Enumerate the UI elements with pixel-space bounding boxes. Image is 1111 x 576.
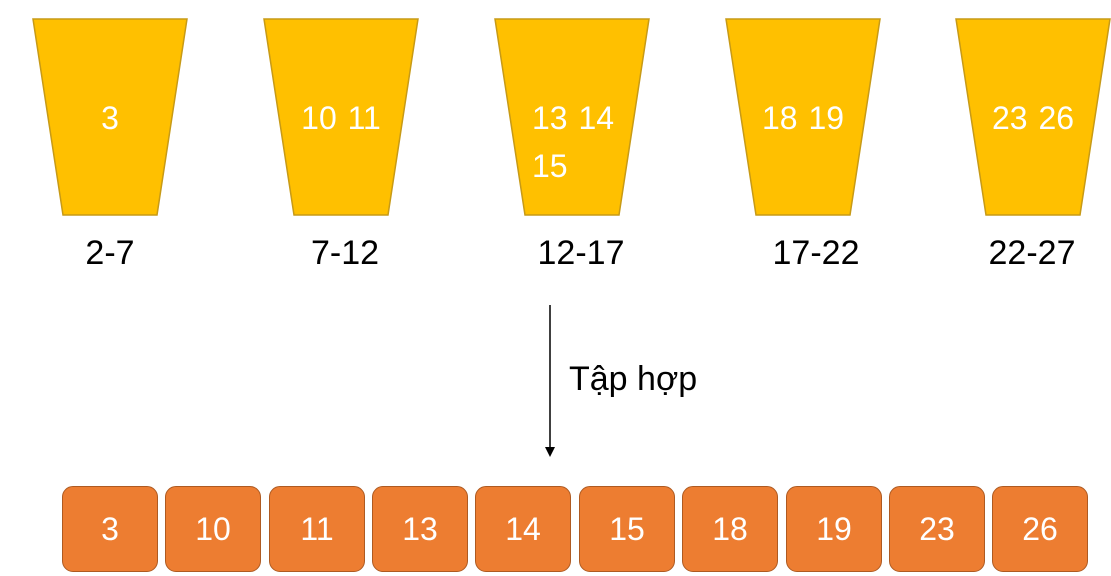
result-cell: 19	[786, 486, 882, 572]
bucket-range-label: 22-27	[988, 234, 1076, 272]
bucket-contents: 13 14 15	[532, 100, 615, 184]
bucket-range-label: 7-12	[310, 234, 380, 272]
result-cell: 23	[889, 486, 985, 572]
bucket-contents: 10 11	[301, 100, 381, 136]
bucket-3: 18 19	[725, 18, 881, 216]
bucket-shape	[494, 18, 650, 216]
bucket-range-label: 2-7	[85, 234, 135, 272]
result-cell: 10	[165, 486, 261, 572]
down-arrow-icon	[545, 305, 555, 457]
result-cell: 3	[62, 486, 158, 572]
result-cell: 18	[682, 486, 778, 572]
bucket-1: 10 11	[263, 18, 419, 216]
bucket-contents: 3	[101, 100, 119, 136]
bucket-0: 3	[32, 18, 188, 216]
bucket-contents: 23 26	[991, 100, 1075, 136]
arrow-label: Tập hợp	[569, 360, 698, 398]
result-cell: 26	[992, 486, 1088, 572]
bucket-shape	[32, 18, 188, 216]
bucket-shape	[955, 18, 1111, 216]
bucket-2: 13 14 15	[494, 18, 650, 216]
bucket-range-label: 12-17	[537, 234, 625, 272]
result-cell: 15	[579, 486, 675, 572]
bucket-shape	[725, 18, 881, 216]
result-cell: 13	[372, 486, 468, 572]
bucket-4: 23 26	[955, 18, 1111, 216]
bucket-shape	[263, 18, 419, 216]
bucket-contents: 18 19	[761, 100, 845, 136]
result-cell: 11	[269, 486, 365, 572]
result-cell: 14	[475, 486, 571, 572]
bucket-range-label: 17-22	[772, 234, 860, 272]
